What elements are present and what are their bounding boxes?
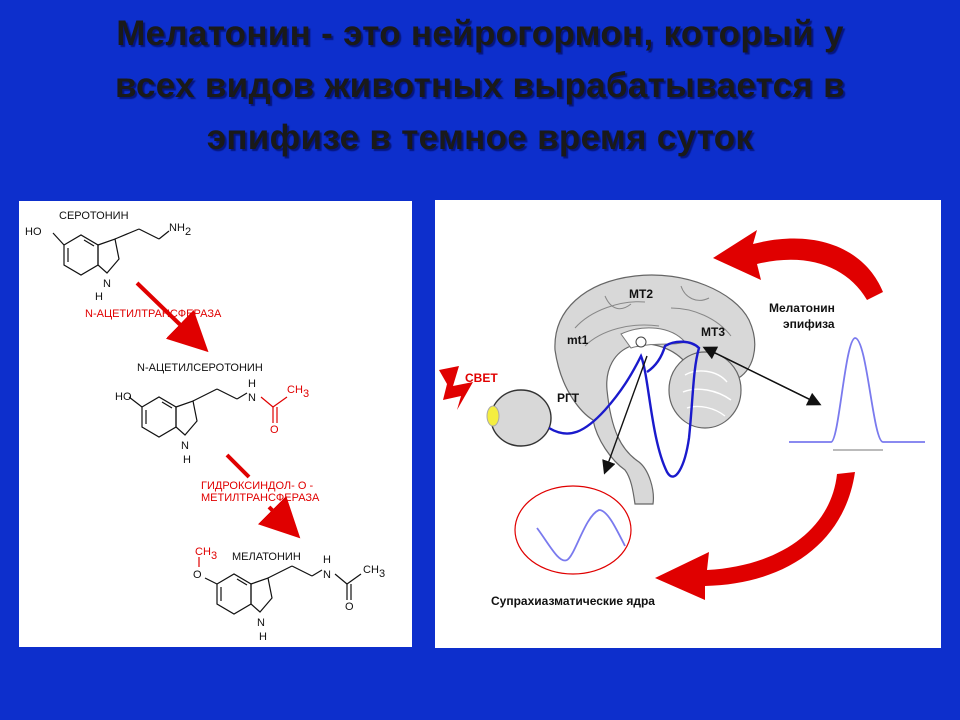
serotonin-nh2-sub: 2 bbox=[185, 226, 191, 238]
serotonin-structure bbox=[52, 228, 170, 276]
melatonin-label: МЕЛАТОНИН bbox=[232, 551, 301, 563]
melatonin-h-ring: H bbox=[259, 631, 267, 643]
rgt-label: РГТ bbox=[557, 391, 580, 405]
acetylserotonin-n: N bbox=[248, 392, 256, 404]
mt2-label: МТ2 bbox=[629, 287, 653, 301]
methoxy-ch3: CH bbox=[195, 546, 211, 558]
cycle-arrow-top bbox=[713, 230, 883, 300]
melatonin-peak-curve bbox=[789, 337, 925, 443]
arrow-to-melatonin-curve bbox=[704, 347, 822, 406]
melatonin-n-ring: N bbox=[257, 617, 265, 629]
title-line-3: эпифизе в темное время суток bbox=[206, 118, 754, 157]
light-bolt-icon bbox=[439, 366, 473, 410]
melatonin-o: O bbox=[345, 601, 354, 613]
retinohypothalamic-tract bbox=[548, 340, 701, 478]
cycle-arrow-bottom bbox=[655, 472, 855, 600]
serotonin-ho: HO bbox=[25, 226, 42, 238]
enzyme-2-label-line2: МЕТИЛТРАНСФЕРАЗА bbox=[201, 492, 320, 504]
eye bbox=[486, 389, 552, 447]
light-label: СВЕТ bbox=[465, 371, 498, 385]
scn-label: Супрахиазматические ядра bbox=[491, 594, 655, 608]
slide-title: Мелатонин - это нейрогормон, который у в… bbox=[20, 8, 940, 164]
melatonin-h-top: H bbox=[323, 554, 331, 566]
synthesis-panel: СЕРОТОНИН HO NH 2 N H N-АЦЕТИЛТРАНСФЕРАЗ… bbox=[19, 201, 412, 647]
acetylserotonin-structure bbox=[128, 388, 248, 438]
brain-diagram: МТ2 mt1 МТ3 СВЕТ РГТ Мелатонин эпифиза С… bbox=[439, 230, 925, 608]
scn-oval bbox=[514, 485, 632, 575]
serotonin-h: H bbox=[95, 291, 103, 303]
acetylserotonin-h-ring: H bbox=[183, 454, 191, 466]
acetyl-o-1: O bbox=[270, 424, 279, 436]
mt3-label: МТ3 bbox=[701, 325, 725, 339]
mt1-label: mt1 bbox=[567, 333, 589, 347]
serotonin-n: N bbox=[103, 278, 111, 290]
melatonin-label-line1: Мелатонин bbox=[769, 301, 835, 315]
reaction-arrow-1 bbox=[135, 281, 209, 353]
acetyl-group-1 bbox=[260, 396, 288, 423]
acetylserotonin-n-ring: N bbox=[181, 440, 189, 452]
synthesis-diagram: СЕРОТОНИН HO NH 2 N H N-АЦЕТИЛТРАНСФЕРАЗ… bbox=[25, 210, 385, 643]
reaction-arrow-2b bbox=[257, 495, 301, 539]
acetylserotonin-label: N-АЦЕТИЛСЕРОТОНИН bbox=[137, 362, 263, 374]
title-line-1: Мелатонин - это нейрогормон, который у bbox=[116, 14, 844, 53]
reaction-arrow-2a bbox=[225, 453, 251, 479]
serotonin-label: СЕРОТОНИН bbox=[59, 210, 129, 222]
melatonin-ch3: CH bbox=[363, 564, 379, 576]
brain-shape bbox=[554, 274, 756, 505]
acetyl-ch3-1: CH bbox=[287, 384, 303, 396]
melatonin-label-line2: эпифиза bbox=[783, 317, 835, 331]
acetylserotonin-ho: HO bbox=[115, 391, 132, 403]
title-line-2: всех видов животных вырабатывается в bbox=[115, 66, 845, 105]
melatonin-n: N bbox=[323, 569, 331, 581]
brain-panel: МТ2 mt1 МТ3 СВЕТ РГТ Мелатонин эпифиза С… bbox=[435, 200, 941, 648]
acetyl-ch3-1-sub: 3 bbox=[303, 388, 309, 400]
melatonin-ch3-sub: 3 bbox=[379, 568, 385, 580]
enzyme-1-label: N-АЦЕТИЛТРАНСФЕРАЗА bbox=[85, 308, 222, 320]
melatonin-structure bbox=[204, 565, 362, 615]
scn-oscillation-curve bbox=[536, 509, 626, 562]
methoxy-ch3-sub: 3 bbox=[211, 550, 217, 562]
methoxy-o: O bbox=[193, 569, 202, 581]
pineal-gland bbox=[635, 336, 647, 348]
serotonin-nh2: NH bbox=[169, 222, 185, 234]
arrow-to-scn bbox=[602, 355, 648, 475]
enzyme-2-label-line1: ГИДРОКСИНДОЛ- О - bbox=[201, 480, 313, 492]
acetylserotonin-h-top: H bbox=[248, 378, 256, 390]
